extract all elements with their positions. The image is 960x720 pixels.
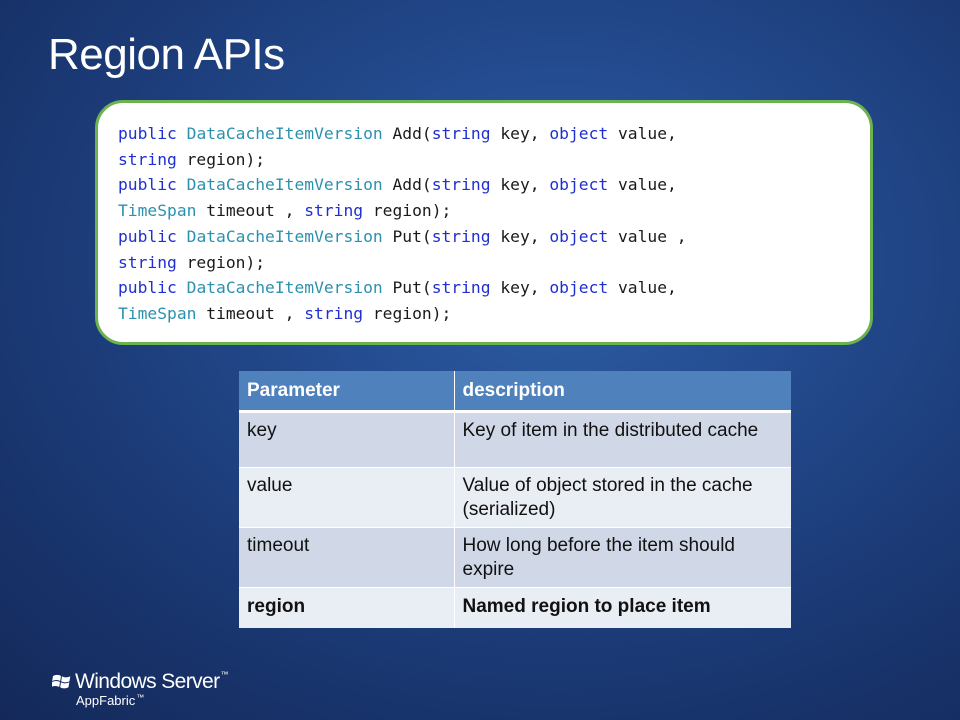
logo-brand-tm: ™: [220, 670, 228, 679]
code-text: Add(: [382, 175, 432, 195]
code-keyword: object: [549, 226, 609, 246]
code-text: [177, 227, 187, 246]
code-line: string region);: [118, 147, 870, 173]
parameter-name: timeout: [239, 527, 454, 588]
parameter-description: Named region to place item: [453, 587, 791, 628]
parameter-name: key: [239, 411, 454, 468]
column-header-parameter: Parameter: [239, 371, 454, 413]
code-text: Put(: [382, 226, 432, 246]
code-keyword: string: [431, 175, 491, 195]
parameter-name: region: [239, 587, 454, 628]
code-text: Put(: [382, 278, 432, 298]
code-line: public DataCacheItemVersion Add(string k…: [118, 172, 870, 198]
logo-brand: Windows Server™: [75, 670, 229, 694]
code-keyword: string: [304, 303, 364, 323]
code-keyword: public: [118, 124, 177, 143]
logo-product-text: AppFabric: [76, 693, 136, 708]
code-text: region);: [363, 303, 452, 323]
windows-flag-icon: [52, 674, 71, 689]
logo-brand-text: Windows Server: [75, 670, 220, 693]
code-text: key,: [490, 226, 550, 246]
code-line: public DataCacheItemVersion Put(string k…: [118, 275, 870, 301]
code-text: key,: [490, 124, 550, 143]
code-line: string region);: [118, 250, 870, 276]
code-text: timeout ,: [196, 201, 305, 221]
code-text: Add(: [382, 124, 432, 143]
logo-product-tm: ™: [136, 693, 145, 702]
code-text: [177, 175, 187, 194]
code-text: [177, 278, 187, 297]
code-keyword: string: [431, 278, 491, 298]
code-block: public DataCacheItemVersion Add(string k…: [95, 100, 873, 345]
code-keyword: object: [549, 175, 609, 195]
code-type: TimeSpan: [118, 303, 197, 323]
code-text: value ,: [608, 226, 687, 246]
table-row: timeout How long before the item should …: [239, 527, 791, 588]
code-type: DataCacheItemVersion: [186, 278, 383, 298]
code-text: timeout ,: [196, 303, 305, 323]
table-row: value Value of object stored in the cach…: [239, 467, 791, 528]
code-text: value,: [608, 278, 677, 298]
code-line: public DataCacheItemVersion Add(string k…: [118, 121, 870, 147]
code-line: public DataCacheItemVersion Put(string k…: [118, 224, 870, 250]
code-keyword: string: [118, 149, 177, 169]
code-keyword: object: [549, 124, 609, 143]
code-text: region);: [176, 252, 266, 272]
code-text: region);: [363, 201, 452, 221]
code-text: value,: [608, 124, 677, 143]
table-row: key Key of item in the distributed cache: [239, 411, 791, 468]
code-type: DataCacheItemVersion: [186, 124, 383, 143]
code-text: [177, 124, 187, 143]
code-keyword: string: [118, 252, 177, 272]
code-keyword: string: [431, 226, 491, 246]
parameter-table: Parameter description key Key of item in…: [239, 371, 791, 628]
code-type: TimeSpan: [118, 201, 197, 221]
code-type: DataCacheItemVersion: [186, 175, 383, 195]
code-keyword: public: [118, 226, 177, 246]
code-keyword: public: [118, 175, 177, 195]
code-text: value,: [608, 175, 677, 195]
code-line: TimeSpan timeout , string region);: [118, 301, 870, 327]
code-line: TimeSpan timeout , string region);: [118, 198, 870, 224]
code-keyword: object: [549, 278, 609, 298]
code-text: key,: [490, 175, 550, 195]
parameter-description: How long before the item should expire: [453, 527, 791, 588]
code-keyword: public: [118, 278, 177, 298]
logo-product: AppFabric™: [76, 693, 144, 708]
table-row: region Named region to place item: [239, 587, 791, 628]
code-keyword: string: [304, 201, 364, 221]
code-text: key,: [490, 278, 550, 298]
parameter-name: value: [239, 467, 454, 528]
code-keyword: string: [431, 124, 491, 143]
parameter-description: Value of object stored in the cache (ser…: [453, 467, 791, 528]
parameter-description: Key of item in the distributed cache: [453, 411, 791, 468]
code-type: DataCacheItemVersion: [186, 226, 383, 246]
table-header-row: Parameter description: [239, 371, 791, 413]
column-header-description: description: [453, 371, 791, 413]
code-text: region);: [176, 149, 266, 169]
slide-title: Region APIs: [48, 30, 285, 79]
